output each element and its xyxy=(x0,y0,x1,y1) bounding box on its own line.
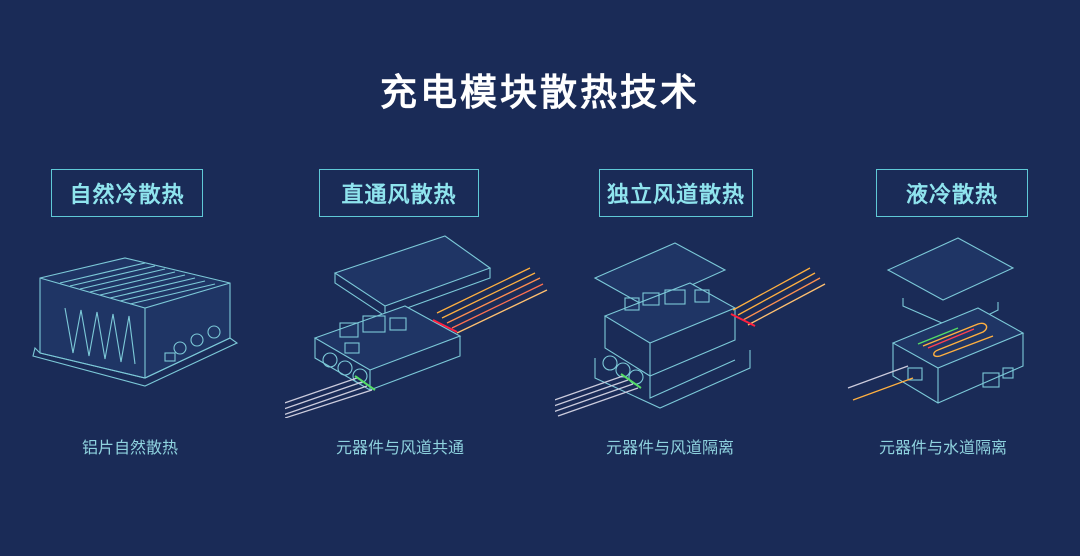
direct-airflow-illustration xyxy=(285,235,548,418)
method-caption: 元器件与风道共通 xyxy=(335,438,464,457)
method-independent-duct: 独立风道散热 元器件与风道隔离 xyxy=(555,0,826,556)
liquid-cooling-illustration xyxy=(847,237,1025,404)
method-caption: 铝片自然散热 xyxy=(81,438,178,457)
method-label: 液冷散热 xyxy=(876,169,1028,217)
method-label: 独立风道散热 xyxy=(599,169,753,217)
method-label: 直通风散热 xyxy=(319,169,479,217)
method-caption: 元器件与风道隔离 xyxy=(605,438,734,457)
method-caption: 元器件与水道隔离 xyxy=(878,438,1007,457)
method-direct-airflow: 直通风散热 元器件与风道共通 xyxy=(285,0,548,556)
method-liquid-cooling: 液冷散热 元器件与水道隔离 xyxy=(828,0,1058,556)
page-title: 充电模块散热技术 xyxy=(380,71,700,114)
method-label: 自然冷散热 xyxy=(51,169,203,217)
independent-duct-illustration xyxy=(555,242,826,417)
method-natural-cooling: 自然冷散热 铝片自然散热 xyxy=(15,0,245,556)
heatsink-enclosure-illustration xyxy=(32,257,239,387)
